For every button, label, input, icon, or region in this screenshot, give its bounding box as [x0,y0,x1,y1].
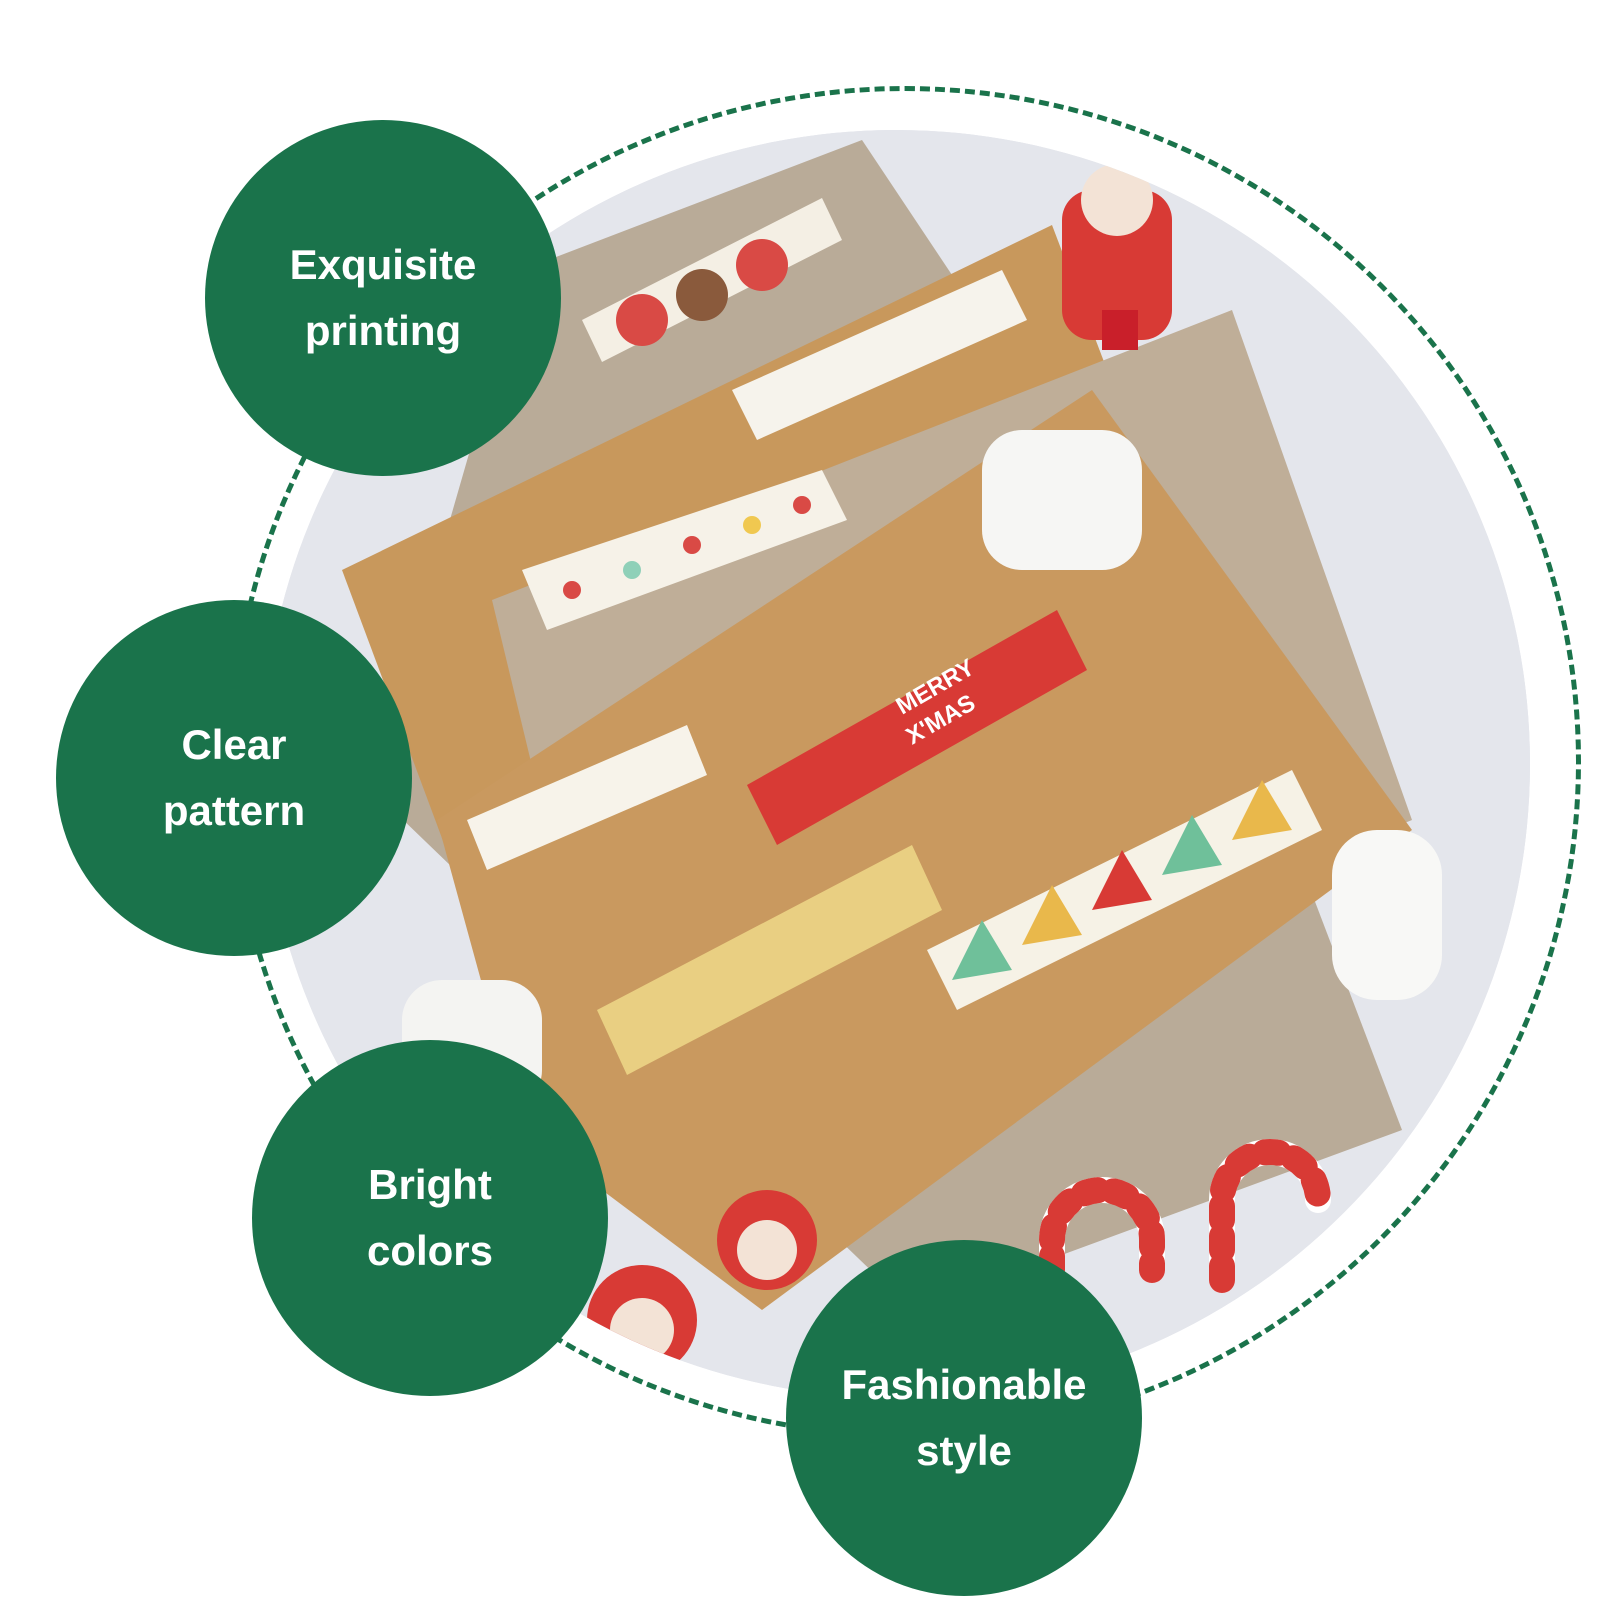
badge-line: Bright [368,1161,492,1208]
front-envelope-icon [437,390,1412,1310]
feature-badge-fashionable-style: Fashionable style [786,1240,1142,1596]
feature-badge-exquisite-printing: Exquisite printing [205,120,561,476]
badge-line: Exquisite [289,241,477,288]
badge-line: Fashionable [841,1361,1087,1408]
badge-line: colors [366,1227,494,1274]
badge-line: pattern [162,787,306,834]
badge-line: printing [304,307,462,354]
badge-line: Clear [181,721,287,768]
candy-cane-icon [1039,1139,1331,1343]
feature-badge-clear-pattern: Clear pattern [56,600,412,956]
washi-tape-icon [467,198,1322,1075]
feature-badge-bright-colors: Bright colors [252,1040,608,1396]
badge-line: style [916,1427,1012,1474]
